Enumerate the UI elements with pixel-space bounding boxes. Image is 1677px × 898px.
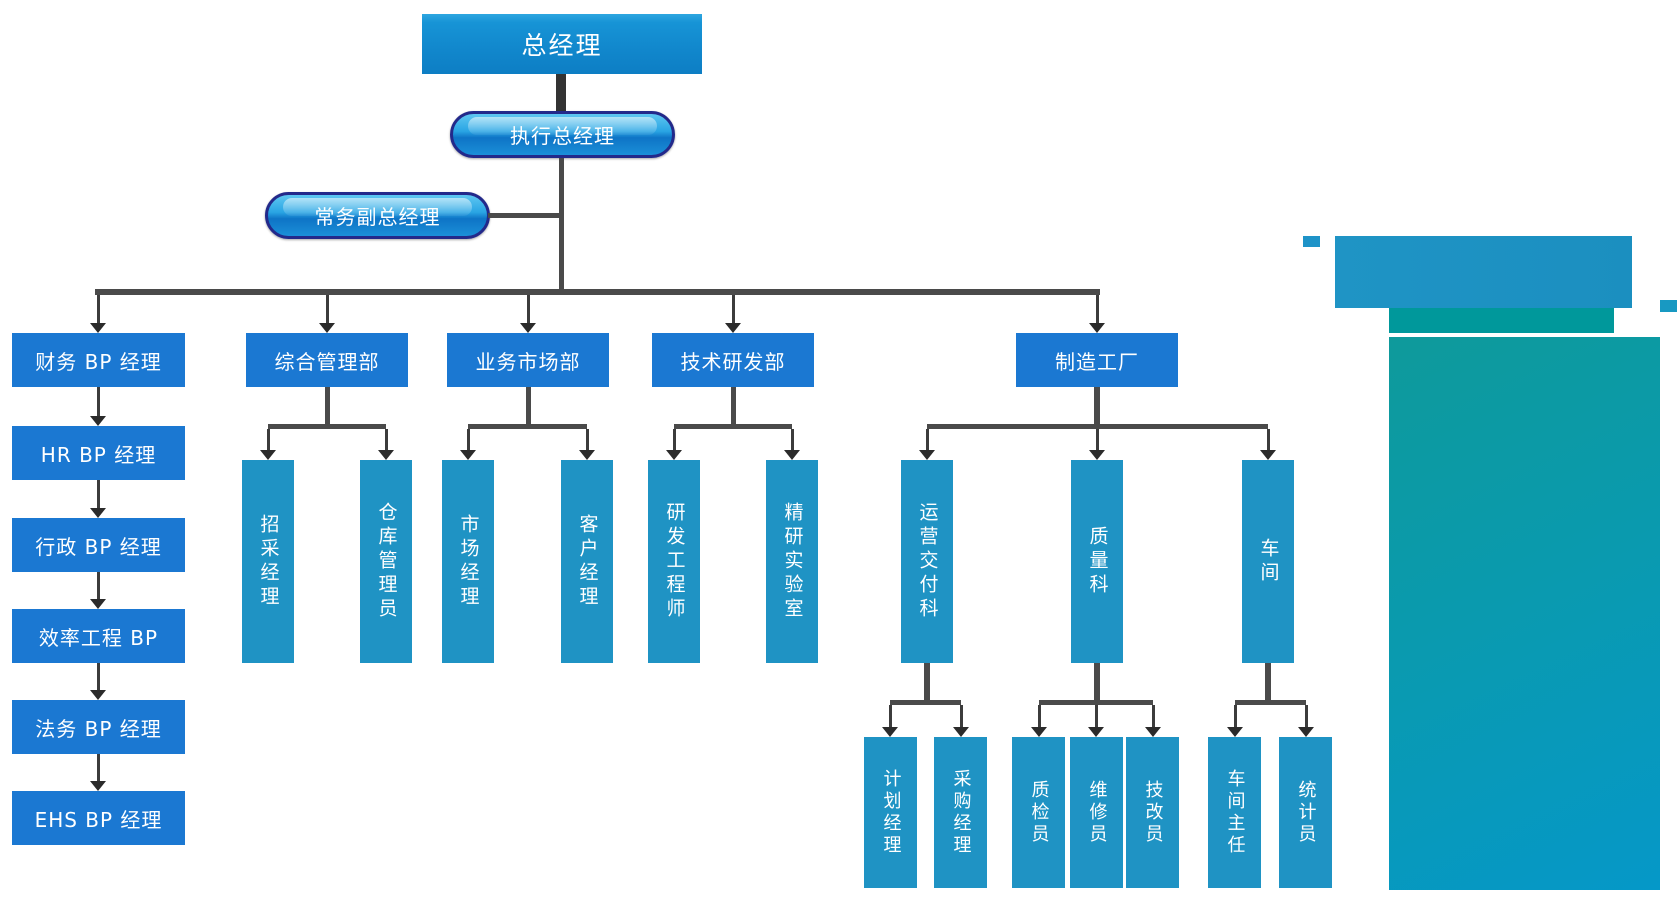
connector-factory-bar (927, 424, 1268, 429)
connector-biz-stem (526, 387, 531, 424)
node-qc-inspector: 质检员 (1012, 737, 1065, 888)
node-admin-bp-manager: 行政 BP 经理 (12, 518, 185, 572)
decoration-big-rectangle (1389, 337, 1660, 890)
node-dept-general-admin: 综合管理部 (246, 333, 408, 387)
arrow-to-warehouse (378, 429, 394, 460)
connector-main-hline (95, 289, 1100, 295)
node-dept-rd: 技术研发部 (652, 333, 814, 387)
arrow-to-tech-improvement (1145, 705, 1161, 737)
connector-factory-stem (1094, 387, 1100, 424)
node-tech-improvement-worker: 技改员 (1126, 737, 1179, 888)
node-operations-delivery: 运营交付科 (901, 460, 953, 663)
connector-workshop-stem (1265, 663, 1271, 700)
node-research-lab: 精研实验室 (766, 460, 818, 663)
arrow-down-to-business-marketing (520, 295, 536, 333)
node-customer-manager: 客户经理 (561, 460, 613, 663)
node-workshop: 车间 (1242, 460, 1294, 663)
node-quality-section: 质量科 (1071, 460, 1123, 663)
arrow-down-to-factory (1089, 295, 1105, 333)
arrow-to-customer-manager (579, 429, 595, 460)
connector-workshop-bar (1235, 700, 1306, 705)
arrow-down-to-finance-bp (90, 295, 106, 333)
decoration-middle-rectangle (1389, 308, 1614, 333)
connector-quality-bar (1039, 700, 1153, 705)
node-purchase-manager: 采购经理 (934, 737, 987, 888)
arrow-to-plan-manager (882, 705, 898, 737)
connector-ga-stem (325, 387, 330, 424)
node-rd-engineer: 研发工程师 (648, 460, 700, 663)
connector-executive-stem (559, 158, 564, 289)
arrow-down-to-general-admin (319, 295, 335, 333)
node-maintenance-worker: 维修员 (1070, 737, 1123, 888)
node-market-manager: 市场经理 (442, 460, 494, 663)
node-dept-factory: 制造工厂 (1016, 333, 1178, 387)
node-ehs-bp-manager: EHS BP 经理 (12, 791, 185, 845)
arrow-to-market-manager (460, 429, 476, 460)
node-procurement-manager: 招采经理 (242, 460, 294, 663)
arrow-bp-chain-5 (90, 754, 106, 791)
node-deputy-general-manager: 常务副总经理 (265, 192, 490, 239)
arrow-to-maintenance (1088, 705, 1104, 737)
node-statistician: 统计员 (1279, 737, 1332, 888)
arrow-to-statistician (1298, 705, 1314, 737)
node-legal-bp-manager: 法务 BP 经理 (12, 700, 185, 754)
connector-biz-bar (468, 424, 587, 429)
node-efficiency-bp: 效率工程 BP (12, 609, 185, 663)
node-general-manager: 总经理 (422, 14, 702, 74)
node-warehouse-keeper: 仓库管理员 (360, 460, 412, 663)
node-workshop-director: 车间主任 (1208, 737, 1261, 888)
connector-ga-bar (268, 424, 386, 429)
arrow-down-to-rd (725, 295, 741, 333)
node-hr-bp-manager: HR BP 经理 (12, 426, 185, 480)
node-finance-bp-manager: 财务 BP 经理 (12, 333, 185, 387)
arrow-bp-chain-2 (90, 480, 106, 518)
arrow-to-qc-inspector (1031, 705, 1047, 737)
connector-root-stem (556, 74, 566, 112)
arrow-bp-chain-3 (90, 572, 106, 609)
connector-ops-stem (924, 663, 930, 700)
arrow-to-purchase-manager (953, 705, 969, 737)
arrow-to-workshop (1260, 429, 1276, 460)
arrow-to-operations (919, 429, 935, 460)
node-plan-manager: 计划经理 (864, 737, 917, 888)
arrow-to-procurement (260, 429, 276, 460)
connector-rd-bar (674, 424, 792, 429)
arrow-to-workshop-director (1227, 705, 1243, 737)
connector-quality-stem (1094, 663, 1100, 700)
arrow-to-quality (1089, 429, 1105, 460)
arrow-to-research-lab (784, 429, 800, 460)
connector-ops-bar (890, 700, 961, 705)
decoration-small-square-left (1303, 236, 1320, 247)
connector-deputy-link (488, 213, 561, 218)
arrow-bp-chain-1 (90, 387, 106, 426)
decoration-top-rectangle (1335, 236, 1632, 308)
arrow-bp-chain-4 (90, 663, 106, 700)
connector-rd-stem (731, 387, 736, 424)
node-dept-business-marketing: 业务市场部 (447, 333, 609, 387)
decoration-small-square-right (1660, 300, 1677, 312)
node-executive-general-manager: 执行总经理 (450, 111, 675, 158)
arrow-to-rd-engineer (666, 429, 682, 460)
